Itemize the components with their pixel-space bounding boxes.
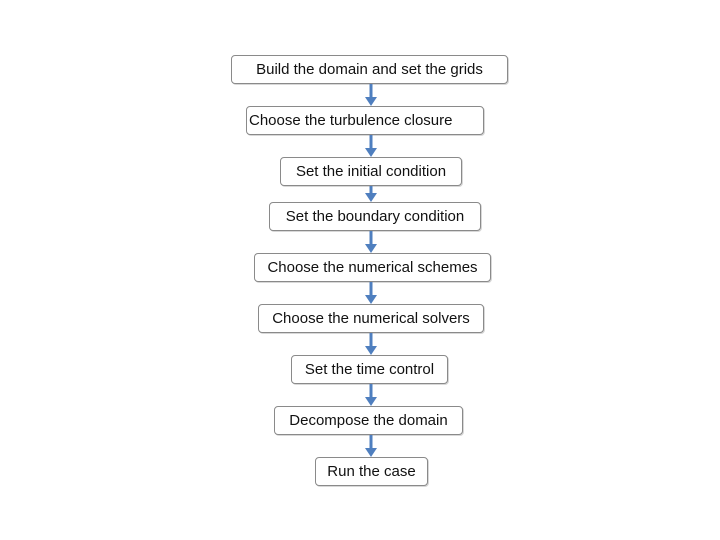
arrow-down-icon bbox=[361, 135, 381, 157]
arrow-down-icon bbox=[361, 231, 381, 253]
arrow-down-icon bbox=[361, 384, 381, 406]
arrow-down-icon bbox=[361, 282, 381, 304]
step-boundary-condition: Set the boundary condition bbox=[269, 202, 481, 231]
step-build-domain: Build the domain and set the grids bbox=[231, 55, 508, 84]
step-run-case: Run the case bbox=[315, 457, 428, 486]
arrow-down-icon bbox=[361, 186, 381, 202]
step-turbulence-closure: Choose the turbulence closure bbox=[246, 106, 484, 135]
arrow-down-icon bbox=[361, 84, 381, 106]
step-numerical-solvers: Choose the numerical solvers bbox=[258, 304, 484, 333]
step-initial-condition: Set the initial condition bbox=[280, 157, 462, 186]
step-time-control: Set the time control bbox=[291, 355, 448, 384]
arrow-down-icon bbox=[361, 435, 381, 457]
step-numerical-schemes: Choose the numerical schemes bbox=[254, 253, 491, 282]
arrow-down-icon bbox=[361, 333, 381, 355]
step-decompose-domain: Decompose the domain bbox=[274, 406, 463, 435]
